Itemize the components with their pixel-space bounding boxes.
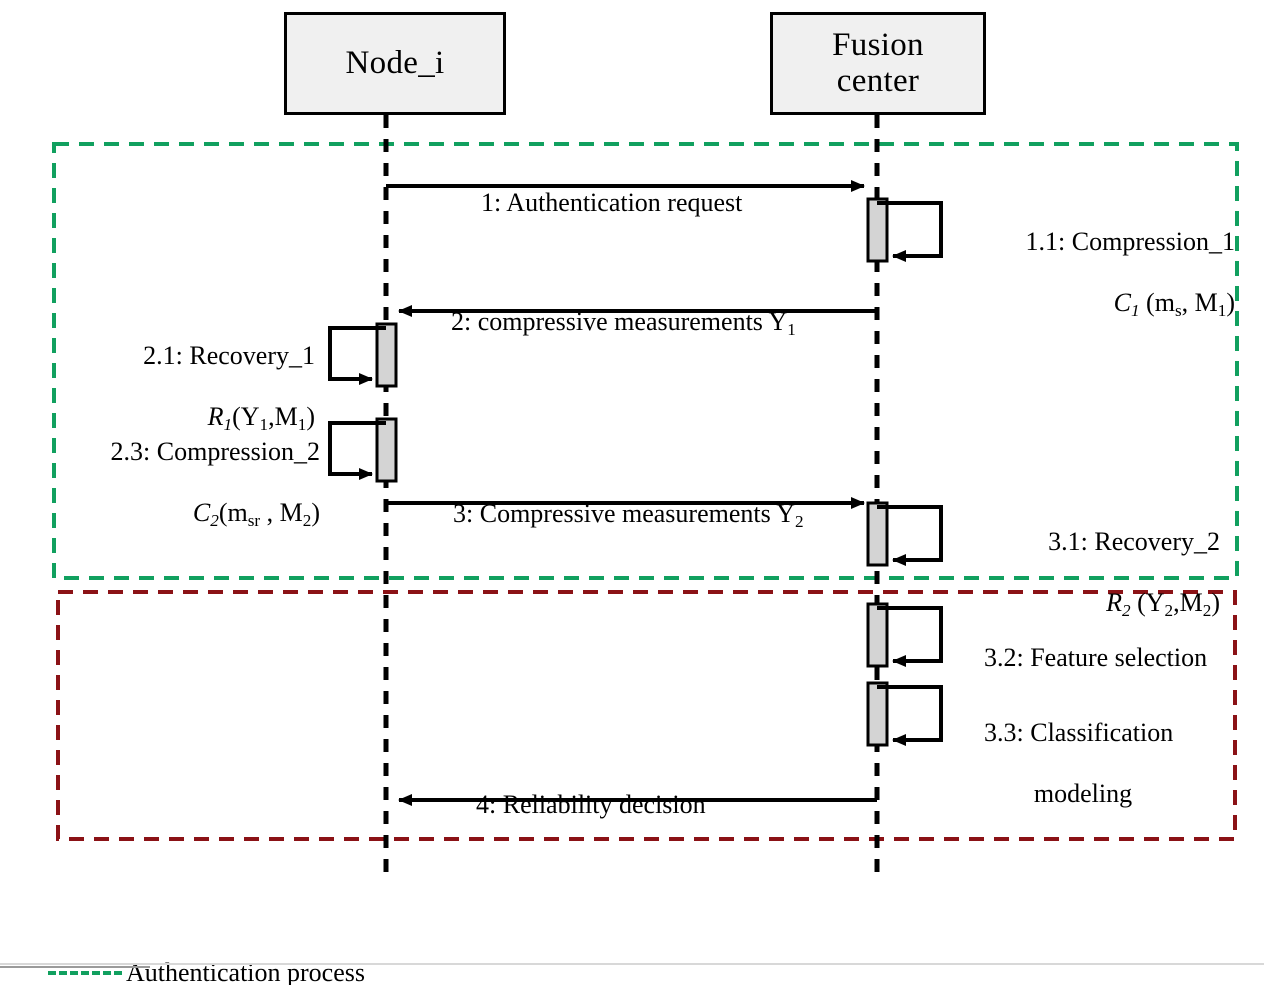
self-call-label-3-2-line1: 3.2: Feature selection (984, 642, 1208, 672)
activation-bar-3-3 (866, 681, 889, 747)
self-call-label-3-3-line1: 3.3: Classification (984, 717, 1174, 747)
lifeline-header-node-i-label: Node_i (345, 44, 445, 81)
self-call-label-3-3: 3.3: Classification modeling (958, 687, 1248, 871)
message-label-3: 3: Compressive measurements Y2 (427, 469, 804, 562)
message-label-2: 2: compressive measurements Y1 (425, 277, 796, 370)
self-call-loop-3-3 (877, 685, 943, 746)
lifeline-header-fusion-center[interactable]: Fusion center (770, 12, 986, 115)
self-call-label-2-3: 2.3: Compression_2 C2(msr , M2) (30, 406, 320, 592)
fn-r2: R (1106, 588, 1123, 618)
message-label-3-text: 3: Compressive measurements Y (453, 499, 796, 528)
message-label-1: 1: Authentication request (455, 158, 742, 248)
lifeline-header-fusion-center-label-line1: Fusion (832, 26, 924, 63)
self-call-loop-3-2 (877, 606, 943, 667)
message-label-2-sub: 1 (787, 319, 796, 339)
region-authentication-process (52, 142, 1239, 580)
self-call-label-1-1: 1.1: Compression_1 C1 (ms, M1) (945, 196, 1235, 382)
fn-c1: C (1113, 288, 1131, 318)
self-call-label-2-3-line1: 2.3: Compression_2 (110, 436, 320, 466)
message-label-4-text: 4: Reliability decision (476, 790, 706, 819)
self-call-label-2-1-line2: R1(Y1,M1) (207, 402, 315, 434)
legend: Authentication process Machine learning … (48, 896, 393, 985)
self-call-label-3-1-line2: R2 (Y2,M2) (1106, 588, 1220, 620)
self-call-label-2-1-line1: 2.1: Recovery_1 (143, 340, 315, 370)
self-call-label-2-3-line2: C2(msr , M2) (192, 498, 320, 530)
self-call-label-1-1-line2: C1 (ms, M1) (1113, 288, 1235, 320)
self-call-label-3-2: 3.2: Feature selection (958, 612, 1248, 704)
lifeline-header-fusion-center-label-line2: center (836, 62, 920, 99)
self-call-loop-3-1 (877, 505, 943, 566)
bottom-divider-segment (0, 966, 150, 968)
lifeline-header-node-i[interactable]: Node_i (284, 12, 506, 115)
fn-r1: R (207, 402, 224, 432)
self-call-loop-1-1 (877, 201, 943, 262)
self-call-label-3-1: 3.1: Recovery_2 R2 (Y2,M2) (955, 496, 1220, 682)
message-label-3-sub: 2 (795, 511, 804, 531)
bottom-divider (0, 963, 1264, 965)
legend-item-authentication: Authentication process (48, 956, 393, 985)
legend-label-authentication: Authentication process (126, 958, 365, 985)
message-label-4: 4: Reliability decision (450, 760, 706, 850)
activation-bar-2-3 (375, 417, 398, 483)
fn-c2: C (192, 498, 211, 528)
legend-dash-green-icon (48, 971, 122, 975)
activation-bar-3-2 (866, 602, 889, 668)
self-call-label-3-3-line2: modeling (1033, 779, 1133, 809)
activation-bar-3-1 (866, 501, 889, 567)
message-label-1-text: 1: Authentication request (481, 188, 743, 217)
region-machine-learning-process (56, 590, 1237, 841)
self-call-label-2-1: 2.1: Recovery_1 R1(Y1,M1) (40, 310, 315, 496)
activation-bar-1-1 (866, 197, 889, 263)
self-call-loop-2-1 (328, 326, 386, 385)
self-call-label-3-1-line1: 3.1: Recovery_2 (1048, 526, 1220, 556)
message-label-2-text: 2: compressive measurements Y (451, 307, 788, 336)
self-call-loop-2-3 (328, 421, 386, 480)
self-call-label-1-1-line1: 1.1: Compression_1 (1025, 226, 1235, 256)
activation-bar-2-1 (375, 322, 398, 388)
